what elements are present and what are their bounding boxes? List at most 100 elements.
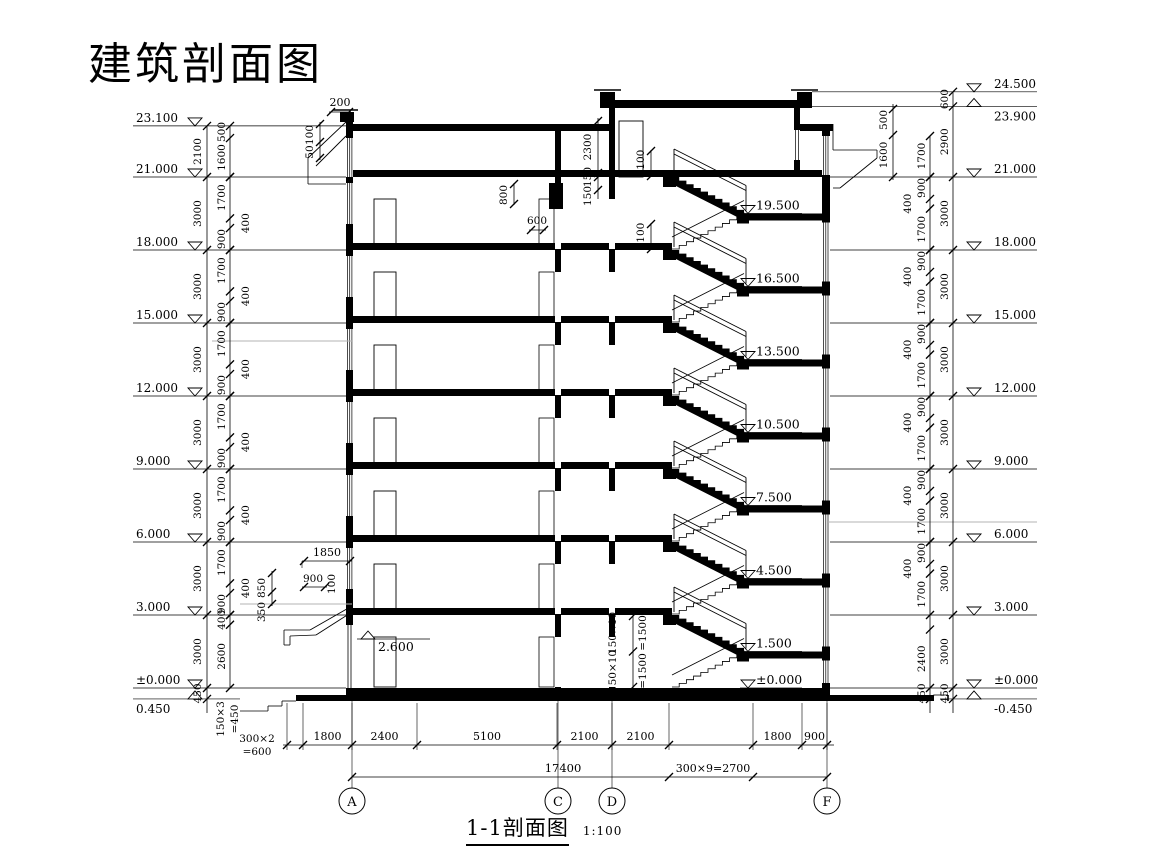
dim-label: 3000 <box>192 492 204 519</box>
dim-label: 3000 <box>192 419 204 446</box>
dim-label: 400 <box>240 578 252 598</box>
dim-label: 3000 <box>192 273 204 300</box>
dim-label: 2100 <box>571 730 599 743</box>
dim-label: 400 <box>240 432 252 452</box>
dim-label: 900 <box>916 324 928 344</box>
dim-label: 400 <box>902 267 914 287</box>
level-label: 9.000 <box>994 454 1028 468</box>
dim-label: 150×10 <box>607 612 619 654</box>
dim-label: 1800 <box>314 730 342 743</box>
level-label: 21.000 <box>136 162 178 176</box>
dim-label: 450 <box>939 683 951 703</box>
level-label: 21.000 <box>994 162 1036 176</box>
dim-label: 1700 <box>916 216 928 243</box>
drawing-title: 建筑剖面图 <box>88 39 323 90</box>
level-label: 3.000 <box>136 600 170 614</box>
landing-level-label: 7.500 <box>756 490 792 505</box>
dim-label: 900 <box>916 397 928 417</box>
dim-label: 900 <box>216 375 228 395</box>
dim-label: 1700 <box>916 435 928 462</box>
dim-label: 1700 <box>216 184 228 211</box>
dim-label: 1800 <box>764 730 792 743</box>
caption-title: 1-1剖面图 <box>466 812 569 846</box>
level-label: 18.000 <box>994 235 1036 249</box>
dim-label: 900 <box>216 448 228 468</box>
dim-label: 450 <box>192 683 204 703</box>
dim-label: =1500 <box>637 653 649 689</box>
dim-label: 1700 <box>916 508 928 535</box>
dim-label: =450 <box>229 705 241 734</box>
landing-level-label: ±0.000 <box>756 672 802 687</box>
dim-label: 900 <box>216 229 228 249</box>
dim-label: 400 <box>902 413 914 433</box>
dim-label: 500 <box>878 110 890 130</box>
dim-label: 350 <box>256 602 268 622</box>
dim-label: 1100 <box>635 150 647 177</box>
caption-scale: 1:100 <box>582 824 623 838</box>
dim-label: 50 <box>304 145 316 158</box>
level-label: 12.000 <box>994 381 1036 395</box>
dim-label: =600 <box>243 746 272 758</box>
dim-label: 200 <box>330 96 351 109</box>
dim-label: 1700 <box>216 403 228 430</box>
dim-label: 3000 <box>939 565 951 592</box>
dim-label: 1700 <box>216 257 228 284</box>
dim-label: 900 <box>916 470 928 490</box>
dim-label: 400 <box>902 194 914 214</box>
grid-bubble-label: D <box>607 795 617 810</box>
dim-label: 400 <box>216 610 228 630</box>
level-label: ±0.000 <box>994 673 1038 687</box>
level-label: 15.000 <box>994 308 1036 322</box>
level-label: 23.900 <box>994 109 1036 123</box>
dim-label: 150 <box>582 186 594 206</box>
dim-label: 900 <box>804 730 825 743</box>
dim-label: 1700 <box>916 289 928 316</box>
dim-label: 100 <box>326 574 338 594</box>
dim-label: 900 <box>216 521 228 541</box>
level-label: 2.600 <box>378 639 414 654</box>
dim-label: 1700 <box>916 362 928 389</box>
dim-label: 2100 <box>627 730 655 743</box>
level-label: 9.000 <box>136 454 170 468</box>
dim-label: 3000 <box>939 419 951 446</box>
grid-bubble-label: F <box>822 795 831 810</box>
dim-label: 2400 <box>916 645 928 672</box>
dim-label: 600 <box>527 215 547 227</box>
dim-label: 3000 <box>939 346 951 373</box>
dim-label: 3000 <box>192 638 204 665</box>
dim-label: 17400 <box>545 761 582 775</box>
level-label: 24.500 <box>994 77 1036 91</box>
landing-level-label: 19.500 <box>756 198 800 213</box>
grid-bubble-label: A <box>346 795 357 810</box>
dim-label: 1700 <box>216 330 228 357</box>
dim-label: 150×3 <box>215 701 227 737</box>
dim-label: 300×2 <box>239 733 275 745</box>
level-label: 6.000 <box>136 527 170 541</box>
dim-label: 500 <box>216 122 228 142</box>
dim-label: 1850 <box>313 546 341 559</box>
level-label: 18.000 <box>136 235 178 249</box>
level-label: 12.000 <box>136 381 178 395</box>
dim-label: 400 <box>902 340 914 360</box>
dim-label: 150×10 <box>607 650 619 692</box>
dim-label: 900 <box>216 302 228 322</box>
dim-label: 900 <box>916 251 928 271</box>
dim-label: 3000 <box>192 200 204 227</box>
dim-label: 400 <box>240 213 252 233</box>
level-label: 3.000 <box>994 600 1028 614</box>
dim-label: =1500 <box>637 615 649 651</box>
landing-level-label: 1.500 <box>756 636 792 651</box>
dim-label: 3000 <box>939 200 951 227</box>
landing-level-label: 4.500 <box>756 563 792 578</box>
grid-bubble-label: C <box>553 795 563 810</box>
landing-level-label: 13.500 <box>756 344 800 359</box>
dim-label: 3000 <box>939 638 951 665</box>
dim-label: 1700 <box>916 581 928 608</box>
dim-label: 300×9=2700 <box>676 762 750 775</box>
dim-label: 450 <box>916 683 928 703</box>
landing-level-label: 10.500 <box>756 417 800 432</box>
dim-label: 900 <box>303 573 323 585</box>
level-label: 6.000 <box>994 527 1028 541</box>
